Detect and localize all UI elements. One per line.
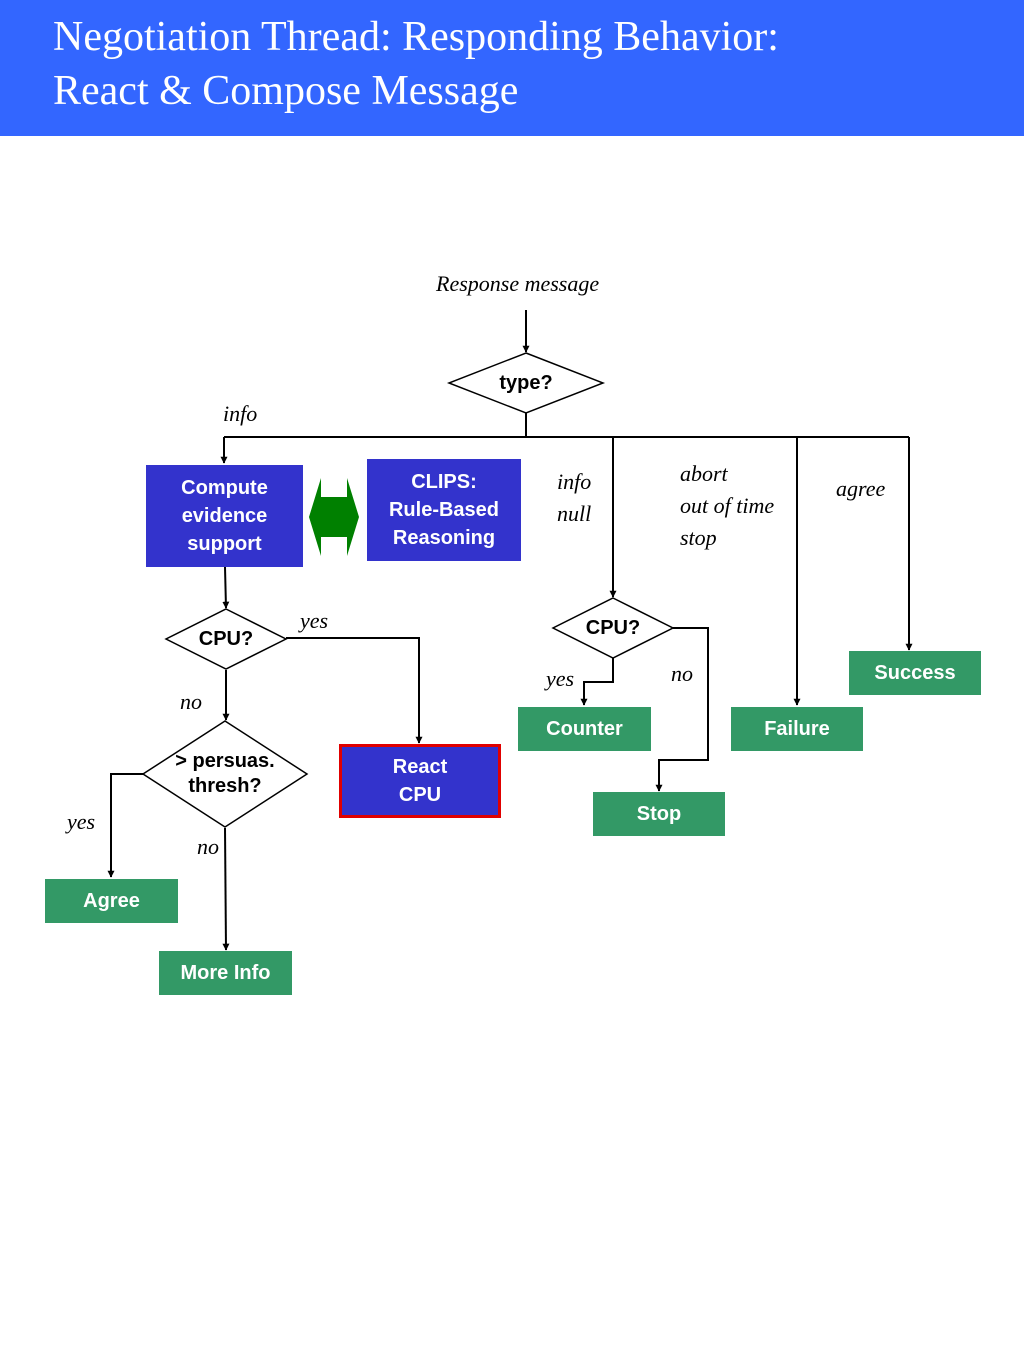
decision-cpu-right (551, 597, 675, 659)
process-clips-reasoning: CLIPS: Rule-Based Reasoning (367, 459, 521, 561)
decision-persuasion-threshold (141, 720, 309, 828)
decision-threshold-line-2: thresh? (188, 775, 262, 797)
edge-label-abort: abort (680, 461, 728, 486)
decision-type-label: type? (499, 371, 553, 394)
edge-label-stop: stop (680, 525, 717, 550)
process-compute-evidence: Compute evidence support (146, 465, 303, 567)
process-react-cpu: React CPU (339, 744, 501, 818)
arrow-cpu-right-no-to-stop (655, 627, 709, 792)
edge-label-agree: agree (836, 476, 886, 501)
process-compute-line-3: support (187, 533, 262, 555)
terminal-success: Success (849, 651, 981, 695)
slide-title-line-1: Negotiation Thread: Responding Behavior: (53, 14, 779, 60)
edge-label-threshold-no: no (197, 834, 219, 859)
arrow-compute-to-cpu (222, 566, 230, 609)
terminal-counter: Counter (518, 707, 651, 751)
arrow-cpu-right-yes-to-counter (580, 658, 614, 706)
process-react-line-1: React (392, 756, 448, 778)
bidirectional-arrow-icon (309, 478, 359, 556)
edge-label-cpu-left-no: no (180, 689, 202, 714)
edge-label-cpu-right-no: no (671, 661, 693, 686)
process-clips-line-2: Rule-Based (388, 499, 500, 521)
process-compute-line-1: Compute (181, 477, 268, 499)
edge-label-threshold-yes: yes (67, 809, 96, 834)
edge-label-cpu-left-yes: yes (300, 608, 329, 633)
decision-threshold-line-1: > persuas. (175, 750, 275, 772)
edge-label-info-null: info null (557, 466, 591, 530)
terminal-agree: Agree (45, 879, 178, 923)
arrow-threshold-no-to-more-info (222, 827, 230, 951)
edge-label-info: info (223, 401, 258, 426)
decision-cpu-left (164, 608, 288, 670)
decision-type (446, 352, 606, 414)
arrow-cpu-yes-to-react (286, 637, 423, 744)
process-clips-line-1: CLIPS: (411, 471, 477, 493)
process-react-line-2: CPU (398, 784, 442, 806)
decision-cpu-right-label: CPU? (585, 616, 641, 639)
edge-label-out-of-time: out of time (680, 493, 775, 518)
edge-label-info-null-line-1: info (557, 469, 592, 494)
terminal-more-info: More Info (159, 951, 292, 995)
edge-label-cpu-right-yes: yes (546, 666, 575, 691)
slide-title-line-2: React & Compose Message (53, 68, 519, 114)
process-compute-line-2: evidence (181, 505, 268, 527)
title-bar: Negotiation Thread: Responding Behavior:… (0, 0, 1024, 136)
process-clips-line-3: Reasoning (392, 527, 496, 549)
terminal-stop: Stop (593, 792, 725, 836)
edge-label-abort-group: abort out of time stop (680, 458, 774, 554)
terminal-failure: Failure (731, 707, 863, 751)
edge-label-info-null-line-2: null (557, 501, 592, 526)
decision-threshold-label: > persuas. thresh? (148, 748, 302, 800)
decision-cpu-left-label: CPU? (198, 627, 254, 650)
input-label: Response message (436, 271, 600, 296)
arrow-threshold-yes-to-agree (107, 773, 143, 878)
